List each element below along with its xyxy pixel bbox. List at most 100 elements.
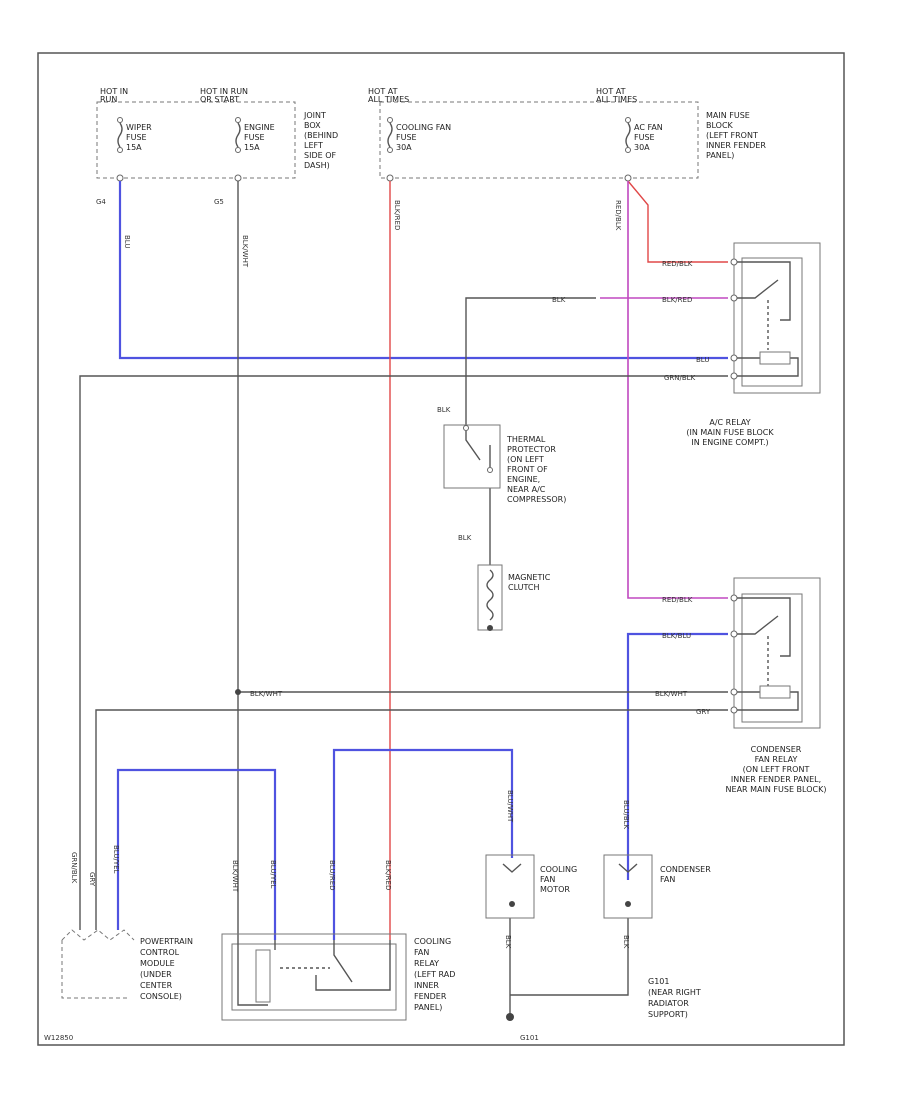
label-line: RUN xyxy=(100,95,117,104)
wire-label-blu-relay: BLU xyxy=(696,356,709,364)
label-line: 30A xyxy=(396,143,412,152)
wire-blu-fan-motor xyxy=(332,748,514,940)
label-line: FUSE xyxy=(126,133,147,142)
label-line: SUPPORT) xyxy=(648,1010,688,1019)
label-line: FAN xyxy=(414,948,429,957)
splice-label-2: G5 xyxy=(214,198,224,206)
label-line: (NEAR RIGHT xyxy=(648,988,701,997)
wire-label-red-blk-right: RED/BLK xyxy=(614,200,622,231)
label-line: PROTECTOR xyxy=(507,445,556,454)
wire-label-blk-wht-cond2: BLK/WHT xyxy=(655,690,688,698)
diagram-code: W12850 xyxy=(44,1034,73,1042)
label-line: IN ENGINE COMPT.) xyxy=(691,438,768,447)
wire-red-ac-fan xyxy=(627,180,728,263)
wire-blu-ac-relay xyxy=(118,181,728,360)
label-line: A/C RELAY xyxy=(709,418,750,427)
wire-label-grn-blk-pcm: GRN/BLK xyxy=(70,852,78,884)
label-line: (IN MAIN FUSE BLOCK xyxy=(686,428,774,437)
wire-label-blk-wht-pcm: BLK/WHT xyxy=(231,860,239,893)
wire-pink-main xyxy=(627,181,728,599)
label-line: AC FAN xyxy=(634,123,663,132)
label-line: SIDE OF xyxy=(304,151,336,160)
wire-label-blk-red-relay: BLK/RED xyxy=(662,296,692,304)
wire-blk-thermal xyxy=(465,297,596,425)
label-line: HOT IN xyxy=(100,87,128,96)
label-line: (ON LEFT xyxy=(507,455,544,464)
label-line: 30A xyxy=(634,143,650,152)
wire-label-blu-blk: BLU/BLK xyxy=(622,800,630,830)
label-line: FUSE xyxy=(396,133,417,142)
wire-label-red-blk-relay: RED/BLK xyxy=(662,260,693,268)
label-line: NEAR A/C xyxy=(507,485,546,494)
ground-dot xyxy=(506,1013,514,1021)
label-line: CONSOLE) xyxy=(140,992,182,1001)
fuse-symbol-4 xyxy=(625,117,631,153)
label-line: INNER FENDER xyxy=(706,141,766,150)
label-line: NEAR MAIN FUSE BLOCK) xyxy=(726,785,827,794)
label-line: COMPRESSOR) xyxy=(507,495,566,504)
label-line: COOLING FAN xyxy=(396,123,451,132)
wire-label-blk-wht-cond: BLK/WHT xyxy=(250,690,283,698)
label-line: FENDER xyxy=(414,992,447,1001)
label-line: 15A xyxy=(244,143,260,152)
label-line: PANEL) xyxy=(414,1003,442,1012)
wire-label-blk-fan: BLK xyxy=(504,935,512,949)
wire-label-blu-pcm: BLU/YEL xyxy=(112,845,120,874)
wire-label-grn-blk: GRN/BLK xyxy=(664,374,696,382)
wire-label-blk-cond: BLK xyxy=(622,935,630,949)
fuse-symbol-1 xyxy=(117,117,123,153)
label-line: BLOCK xyxy=(706,121,734,130)
label-line: FUSE xyxy=(244,133,265,142)
fuse-symbol-2 xyxy=(235,117,241,153)
ground-ref: G101 xyxy=(520,1034,539,1042)
wire-blk-ground-cond xyxy=(510,918,629,996)
wire-label-red-blk-cond: RED/BLK xyxy=(662,596,693,604)
label-line: MOTOR xyxy=(540,885,570,894)
label-line: RELAY xyxy=(414,959,439,968)
label-line: WIPER xyxy=(126,123,152,132)
label-line: BOX xyxy=(304,121,321,130)
label-line: (LEFT RAD xyxy=(414,970,455,979)
label-line: ALL TIMES xyxy=(368,95,409,104)
label-line: G101 xyxy=(648,977,669,986)
label-line: PANEL) xyxy=(706,151,734,160)
wire-label-blk-wht-left: BLK/WHT xyxy=(241,235,249,268)
splice-dot-1 xyxy=(235,689,241,695)
label-line: CLUTCH xyxy=(508,583,540,592)
label-line: (ON LEFT FRONT xyxy=(743,765,810,774)
wire-label-blu-wht: BLU/WHT xyxy=(506,790,514,823)
label-line: HOT AT xyxy=(368,87,398,96)
wire-label-blk-clutch: BLK xyxy=(458,534,472,542)
wire-label-gry: GRY xyxy=(696,708,711,716)
label-line: FAN RELAY xyxy=(755,755,798,764)
wire-label-blu-left: BLU xyxy=(123,235,131,248)
label-line: HOT IN RUN xyxy=(200,87,248,96)
label-line: MAIN FUSE xyxy=(706,111,750,120)
label-line: MODULE xyxy=(140,959,175,968)
label-line: RADIATOR xyxy=(648,999,689,1008)
label-line: CONTROL xyxy=(140,948,180,957)
diagram-frame xyxy=(37,52,845,1046)
wire-blu-condenser xyxy=(626,632,728,880)
wire-label-blu-red: BLU/RED xyxy=(328,860,336,891)
label-line: (UNDER xyxy=(140,970,172,979)
